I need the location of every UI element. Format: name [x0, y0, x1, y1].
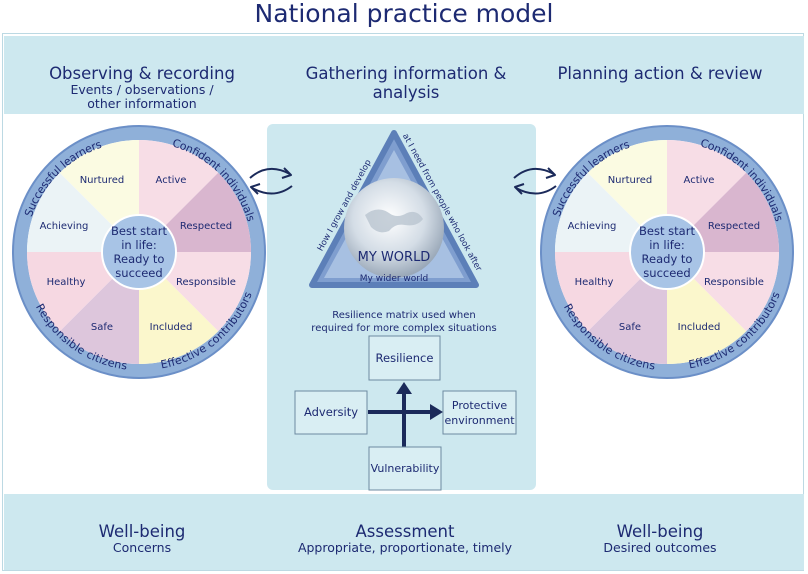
- wheel-left: Active Respected Responsible Included Sa…: [12, 125, 266, 379]
- gathering-title-line1: Gathering information &: [305, 64, 507, 83]
- wheel-left-label-respected: Respected: [180, 221, 232, 232]
- observing-subtitle-line2: other information: [87, 96, 197, 111]
- protective-environment-box: [442, 390, 517, 435]
- assessment-title: Assessment: [355, 522, 455, 541]
- wheel-right-label-included: Included: [678, 322, 721, 333]
- frame-border: [2, 33, 804, 571]
- top-center-column: Gathering information & analysis: [290, 64, 522, 102]
- resilience-up-arrow-icon: [396, 382, 412, 394]
- wellbeing-outcomes-subtitle: Desired outcomes: [603, 540, 717, 555]
- gathering-title-line2: analysis: [372, 83, 440, 102]
- wheel-right: Active Respected Responsible Included Sa…: [540, 125, 794, 379]
- my-world-title: MY WORLD: [358, 250, 431, 265]
- bottom-center-column: Assessment Appropriate, proportionate, t…: [280, 522, 530, 555]
- wheel-right-label-nurtured: Nurtured: [608, 175, 653, 186]
- wheel-right-label-active: Active: [684, 175, 715, 186]
- resilience-caption-line2: required for more complex situations: [311, 323, 496, 334]
- wheel-left-center-line4: succeed: [115, 266, 162, 280]
- assessment-subtitle: Appropriate, proportionate, timely: [297, 540, 513, 555]
- planning-title: Planning action & review: [557, 64, 763, 83]
- wheel-right-label-healthy: Healthy: [575, 277, 614, 288]
- wheel-left-label-responsible: Responsible: [176, 277, 236, 288]
- wheel-left-center-line2: in life:: [121, 238, 157, 252]
- cycle-arrows-left-icon: [249, 167, 293, 195]
- wheel-right-label-safe: Safe: [619, 322, 641, 333]
- wheel-right-label-respected: Respected: [708, 221, 760, 232]
- adversity-label: Adversity: [304, 405, 358, 419]
- wheel-right-center-line3: Ready to: [642, 252, 693, 266]
- resilience-right-arrow-icon: [430, 404, 443, 420]
- top-right-column: Planning action & review: [540, 64, 780, 83]
- bottom-left-column: Well-being Concerns: [52, 522, 232, 555]
- page-title: National practice model: [254, 0, 554, 28]
- wheel-left-label-healthy: Healthy: [47, 277, 86, 288]
- wheel-left-label-nurtured: Nurtured: [80, 175, 125, 186]
- top-left-column: Observing & recording Events / observati…: [22, 64, 262, 111]
- observing-subtitle-line1: Events / observations /: [70, 82, 214, 97]
- protective-label-line2: environment: [444, 414, 515, 427]
- resilience-box: [368, 335, 441, 381]
- resilience-label: Resilience: [376, 351, 434, 365]
- bottom-band: [4, 494, 804, 570]
- wheel-left-hub: [101, 214, 177, 290]
- top-band: [4, 36, 804, 114]
- wheel-right-center-line2: in life:: [649, 238, 685, 252]
- vulnerability-label: Vulnerability: [371, 462, 440, 475]
- my-world-subtitle: My wider world: [360, 274, 428, 284]
- globe-continents: [365, 209, 423, 233]
- wheel-right-center-line1: Best start: [639, 224, 695, 238]
- resilience-caption-line1: Resilience matrix used when: [332, 310, 476, 321]
- wheel-left-label-included: Included: [150, 322, 193, 333]
- wheel-right-center-line4: succeed: [643, 266, 690, 280]
- wheel-left-center-line3: Ready to: [114, 252, 165, 266]
- cycle-arrows-right-icon: [513, 167, 557, 195]
- wheel-right-label-achieving: Achieving: [568, 221, 617, 232]
- resilience-matrix: Resilience matrix used when required for…: [294, 310, 517, 491]
- globe-icon: [344, 178, 444, 278]
- observing-recording-title: Observing & recording: [49, 64, 235, 83]
- wheel-left-label-active: Active: [156, 175, 187, 186]
- wellbeing-outcomes-title: Well-being: [616, 522, 704, 541]
- wheel-left-center-line1: Best start: [111, 224, 167, 238]
- wellbeing-concerns-title: Well-being: [98, 522, 186, 541]
- wheel-right-hub: [629, 214, 705, 290]
- wheel-right-label-responsible: Responsible: [704, 277, 764, 288]
- adversity-box: [294, 390, 368, 435]
- protective-label-line1: Protective: [452, 399, 507, 412]
- vulnerability-box: [368, 446, 442, 491]
- wheel-left-label-achieving: Achieving: [40, 221, 89, 232]
- bottom-right-column: Well-being Desired outcomes: [570, 522, 750, 555]
- wheel-left-label-safe: Safe: [91, 322, 113, 333]
- wellbeing-concerns-subtitle: Concerns: [112, 540, 172, 555]
